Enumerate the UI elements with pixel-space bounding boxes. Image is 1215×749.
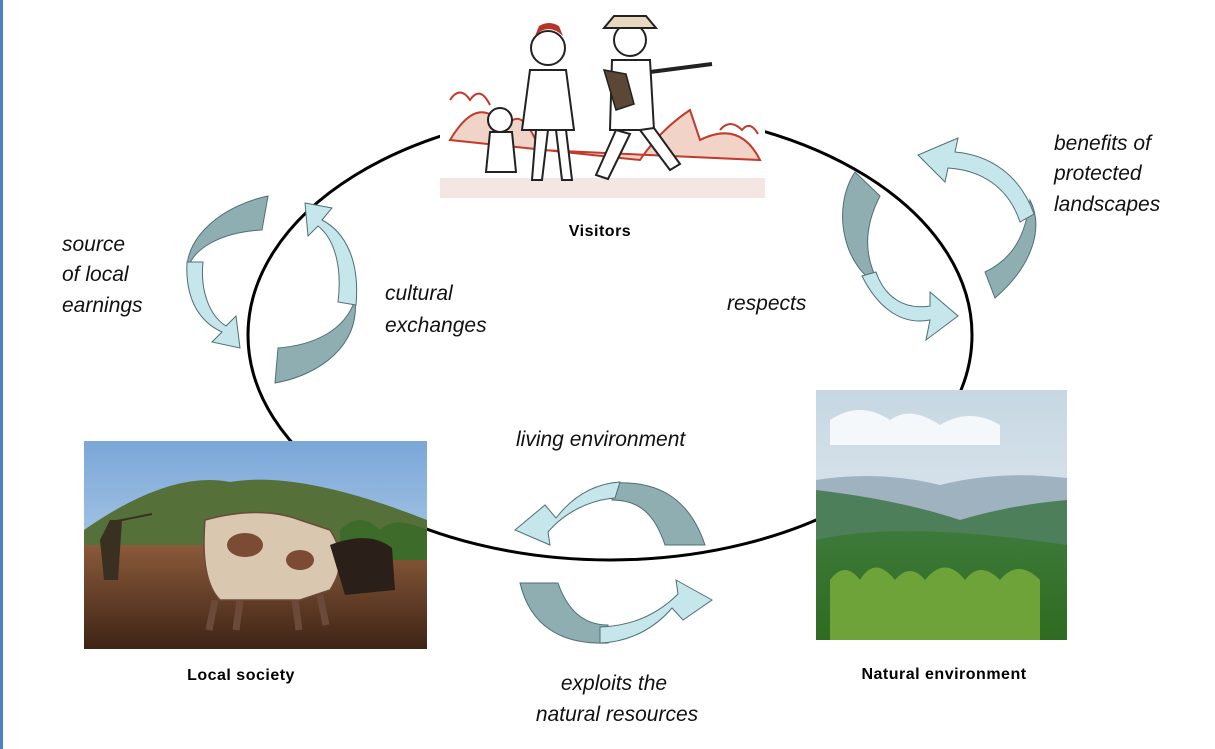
flow-label-benefits-line-2: protected (1053, 162, 1143, 185)
flow-label-source-line-3: earnings (62, 294, 143, 317)
arrow-exploits-natural-resources (519, 579, 713, 644)
node-label-local-society: Local society (187, 667, 295, 684)
arrow-source-of-local-earnings (186, 195, 269, 349)
flow-label-exploits-line-1: exploits the (561, 672, 667, 695)
arrow-cultural-exchanges (274, 202, 358, 384)
flow-label-source-line-2: of local (62, 263, 130, 286)
local-society-picture (84, 441, 427, 649)
natural-environment-picture (816, 390, 1067, 640)
flow-label-benefits-line-3: landscapes (1054, 193, 1161, 216)
node-label-visitors: Visitors (569, 223, 631, 240)
arrow-respects (842, 171, 959, 342)
arrow-benefits-of-protected-landscapes (917, 137, 1037, 299)
flow-label-benefits-line-1: benefits of (1054, 132, 1153, 155)
flow-label-exploits-line-2: natural resources (536, 703, 699, 726)
visitors-picture (440, 8, 765, 198)
flow-label-source-line-1: source (62, 233, 125, 256)
flow-label-respects: respects (727, 292, 807, 315)
arrow-living-environment (514, 481, 706, 546)
page-left-rule (0, 0, 3, 749)
flow-label-living-environment: living environment (516, 428, 686, 451)
node-label-natural-environment: Natural environment (861, 666, 1026, 683)
flow-label-cultural-line-2: exchanges (385, 314, 487, 337)
flow-label-cultural-line-1: cultural (385, 282, 454, 305)
